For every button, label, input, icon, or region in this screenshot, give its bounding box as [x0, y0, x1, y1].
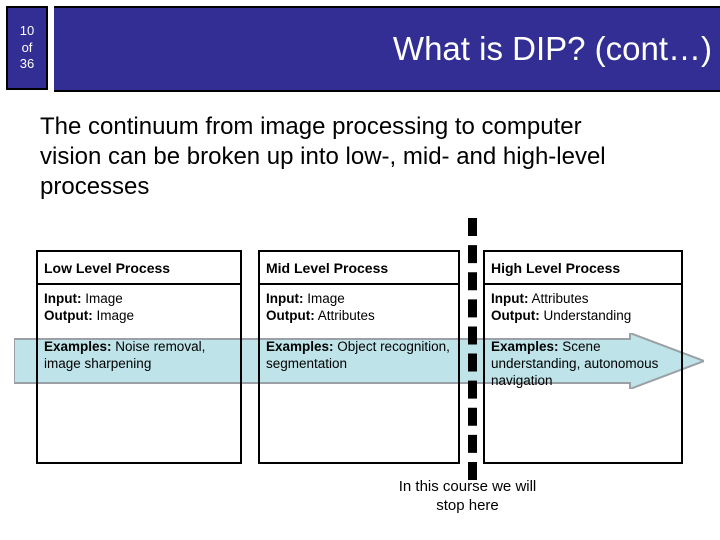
- table-cell-io-low: Input: Image Output: Image: [38, 285, 240, 333]
- output-value-mid: Attributes: [314, 308, 375, 323]
- stop-here-dashed-divider: [468, 218, 477, 480]
- input-label-high: Input:: [491, 291, 529, 306]
- page-title: What is DIP? (cont…): [392, 30, 712, 67]
- input-value-low: Image: [81, 291, 123, 306]
- examples-label-low: Examples:: [44, 339, 112, 354]
- input-label-low: Input:: [44, 291, 82, 306]
- body-paragraph: The continuum from image processing to c…: [40, 113, 606, 200]
- table-header-high: High Level Process: [485, 252, 681, 285]
- table-high-level-process: High Level Process Input: Attributes Out…: [483, 250, 683, 464]
- table-header-low: Low Level Process: [38, 252, 240, 285]
- output-value-low: Image: [92, 308, 135, 323]
- input-label-mid: Input:: [266, 291, 304, 306]
- page-number-total: 36: [19, 56, 35, 72]
- input-value-high: Attributes: [528, 291, 589, 306]
- slide-header: 10 of 36 What is DIP? (cont…): [0, 6, 720, 92]
- table-mid-level-process: Mid Level Process Input: Image Output: A…: [258, 250, 460, 464]
- output-label-mid: Output:: [266, 308, 315, 323]
- table-cell-examples-low: Examples: Noise removal, image sharpenin…: [38, 333, 240, 462]
- input-value-mid: Image: [303, 291, 345, 306]
- table-cell-io-high: Input: Attributes Output: Understanding: [485, 285, 681, 333]
- page-number-box: 10 of 36: [6, 6, 48, 90]
- io-row-input-low: Input: Image: [44, 290, 234, 307]
- io-row-output-low: Output: Image: [44, 307, 234, 324]
- table-cell-examples-high: Examples: Scene understanding, autonomou…: [485, 333, 681, 462]
- io-row-output-mid: Output: Attributes: [266, 307, 452, 324]
- io-row-output-high: Output: Understanding: [491, 307, 675, 324]
- table-header-mid: Mid Level Process: [260, 252, 458, 285]
- io-row-input-mid: Input: Image: [266, 290, 452, 307]
- output-value-high: Understanding: [539, 308, 632, 323]
- table-cell-examples-mid: Examples: Object recognition, segmentati…: [260, 333, 458, 462]
- io-row-input-high: Input: Attributes: [491, 290, 675, 307]
- table-low-level-process: Low Level Process Input: Image Output: I…: [36, 250, 242, 464]
- output-label-high: Output:: [491, 308, 540, 323]
- examples-label-mid: Examples:: [266, 339, 334, 354]
- slide-title-bar: What is DIP? (cont…): [54, 6, 720, 92]
- footer-note-line-2: stop here: [436, 497, 499, 514]
- examples-label-high: Examples:: [491, 339, 559, 354]
- table-cell-io-mid: Input: Image Output: Attributes: [260, 285, 458, 333]
- output-label-low: Output:: [44, 308, 93, 323]
- footer-note-line-1: In this course we will: [398, 478, 537, 495]
- footer-note: In this course we will stop here: [330, 477, 605, 515]
- page-number-current: 10: [19, 22, 35, 38]
- page-number-of-label: of: [21, 39, 33, 55]
